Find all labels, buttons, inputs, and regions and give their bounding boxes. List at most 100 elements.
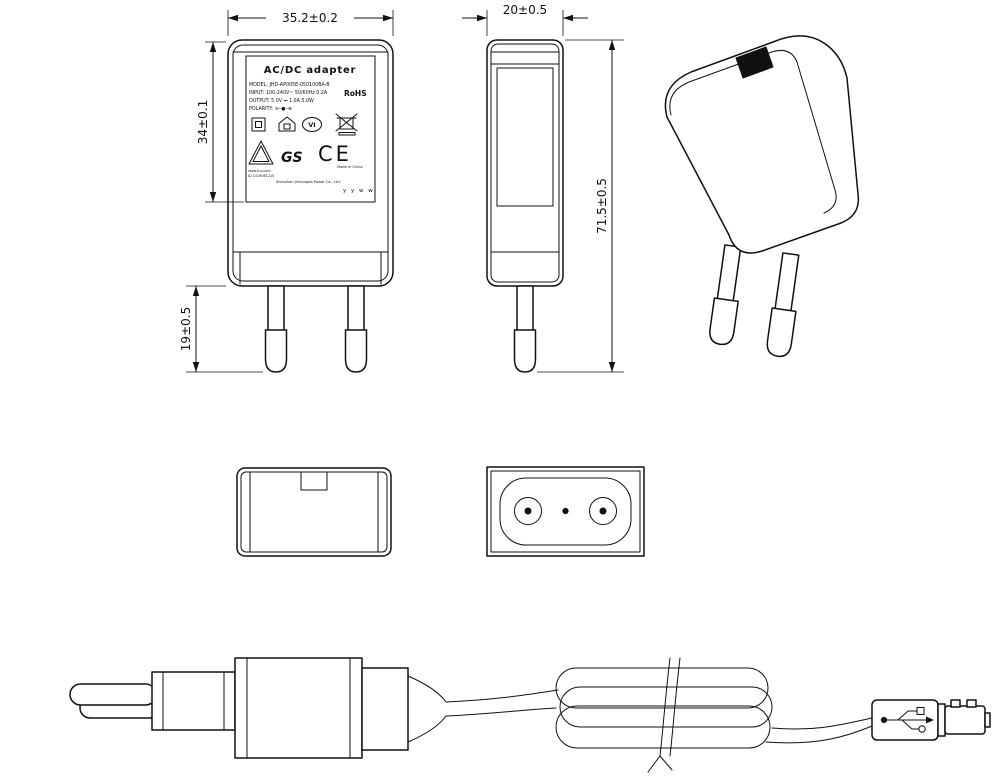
cable-line [445,689,559,703]
pin-recess [499,477,632,546]
usb-logo-arrow [926,716,934,724]
tip-notch-2 [966,699,977,708]
weee-cross-2 [335,113,358,132]
cable-tie [647,657,681,773]
strain-relief-taper-top [407,675,447,703]
dim-side-depth: 20±0.5 [462,3,588,36]
pin-tip [709,297,739,346]
pin-hole-left-center [524,507,532,515]
usb-port [735,46,774,79]
strain-relief-taper-bottom [407,715,447,743]
pin-hole-left [514,497,542,525]
top-view-inner [240,471,388,553]
triangle-outer [248,140,274,165]
made-in-text: Made in China [337,165,363,169]
dim-text-front-width: 35.2±0.2 [282,11,338,25]
pin-hole-right-center [599,507,607,515]
pin-tip [513,329,537,373]
ce-mark: CE [318,142,352,166]
company-text: Shenzhen Jinhongda Power Co., Ltd. [276,180,341,184]
dim-text-side-depth: 20±0.5 [503,3,547,17]
plug-body [234,657,363,759]
cable-line [771,717,873,730]
cable-coil [445,667,873,749]
front-label: AC/DC adapter MODEL: JHD-AP005E-050100BA… [245,55,376,203]
weee-bar [338,132,356,136]
pin-tip [264,329,288,373]
side-pin [513,285,537,373]
iso-body [664,35,860,254]
usb-logo-node [880,716,888,724]
gs-mark: GS [281,150,303,166]
iso-pin-right [766,252,800,358]
dim-front-width: 35.2±0.2 [227,10,394,36]
dim-overall-height: 71.5±0.5 [537,39,624,373]
pin-stem [347,285,365,333]
coil-loop [555,667,769,709]
strain-relief [361,667,447,751]
usb-logo-branch-down [901,719,920,730]
side-body [486,39,564,287]
arrowhead [477,14,487,22]
front-pin-right [344,285,368,373]
class-ii-icon [251,117,266,132]
cert-id-text: ID 1419061210 [248,174,274,178]
tip-step [984,712,991,728]
arrowhead [608,362,616,372]
tuv-triangle-icon [248,140,274,165]
label-output: OUTPUT: 5.0V ⎓ 1.0A 5.0W [249,98,314,104]
arrowhead [608,40,616,50]
arrowhead [209,42,217,52]
tip-notch-1 [950,699,961,708]
usb-notch [300,471,328,491]
house-inner [283,123,291,130]
bottom-view [486,466,645,557]
arrowhead [209,192,217,202]
top-view [236,467,392,557]
arrowhead [563,14,573,22]
pin-stem [516,285,534,333]
house-outline [278,116,296,132]
usb-connector [871,699,991,741]
vi-oval [302,117,322,132]
usb-connector-tip [944,705,986,735]
arrowhead [192,286,200,296]
pin-tip [766,307,797,358]
dim-text-pin-length: 19±0.5 [179,307,193,351]
date-code-text: y y w w [343,188,374,194]
efficiency-vi-icon: VI [302,117,322,132]
dim-text-overall-height: 71.5±0.5 [595,178,609,234]
top-view-outline [236,467,392,557]
cert-url-text: www.tuv.com [248,169,271,173]
dim-pin-length: 19±0.5 [179,285,263,373]
tie-strand [659,657,671,757]
iso-front-face-edge [669,50,837,214]
usb-logo-icon [880,707,934,733]
label-title: AC/DC adapter [264,65,357,76]
dim-text-label-height: 34±0.1 [196,100,210,144]
triangle-inner [252,145,270,162]
front-pin-left [264,285,288,373]
label-model: MODEL: JHD-AP005E-050100BA-B [249,82,330,88]
coil-loop [559,686,773,728]
usb-logo-branch-up [897,710,918,721]
rohs-text: RoHS [344,89,367,98]
pin-stem [267,285,285,333]
center-pin-hole [562,507,569,515]
pin-hole-right [589,497,617,525]
tie-ends [647,755,673,773]
pin-stem [716,244,742,304]
pin-stem [774,252,800,314]
cable-assembly-view [69,657,991,773]
strain-relief-cap [361,667,409,751]
tie-strand [669,657,681,757]
arrowhead [383,14,393,22]
front-view: AC/DC adapter MODEL: JHD-AP005E-050100BA… [227,39,394,373]
usb-logo-square [916,707,925,715]
pin-tip [344,329,368,373]
label-input: INPUT: 100-240V~ 50/60Hz 0.2A [249,90,328,96]
plug-pin-upper [69,683,157,706]
side-body-inner [490,43,560,283]
